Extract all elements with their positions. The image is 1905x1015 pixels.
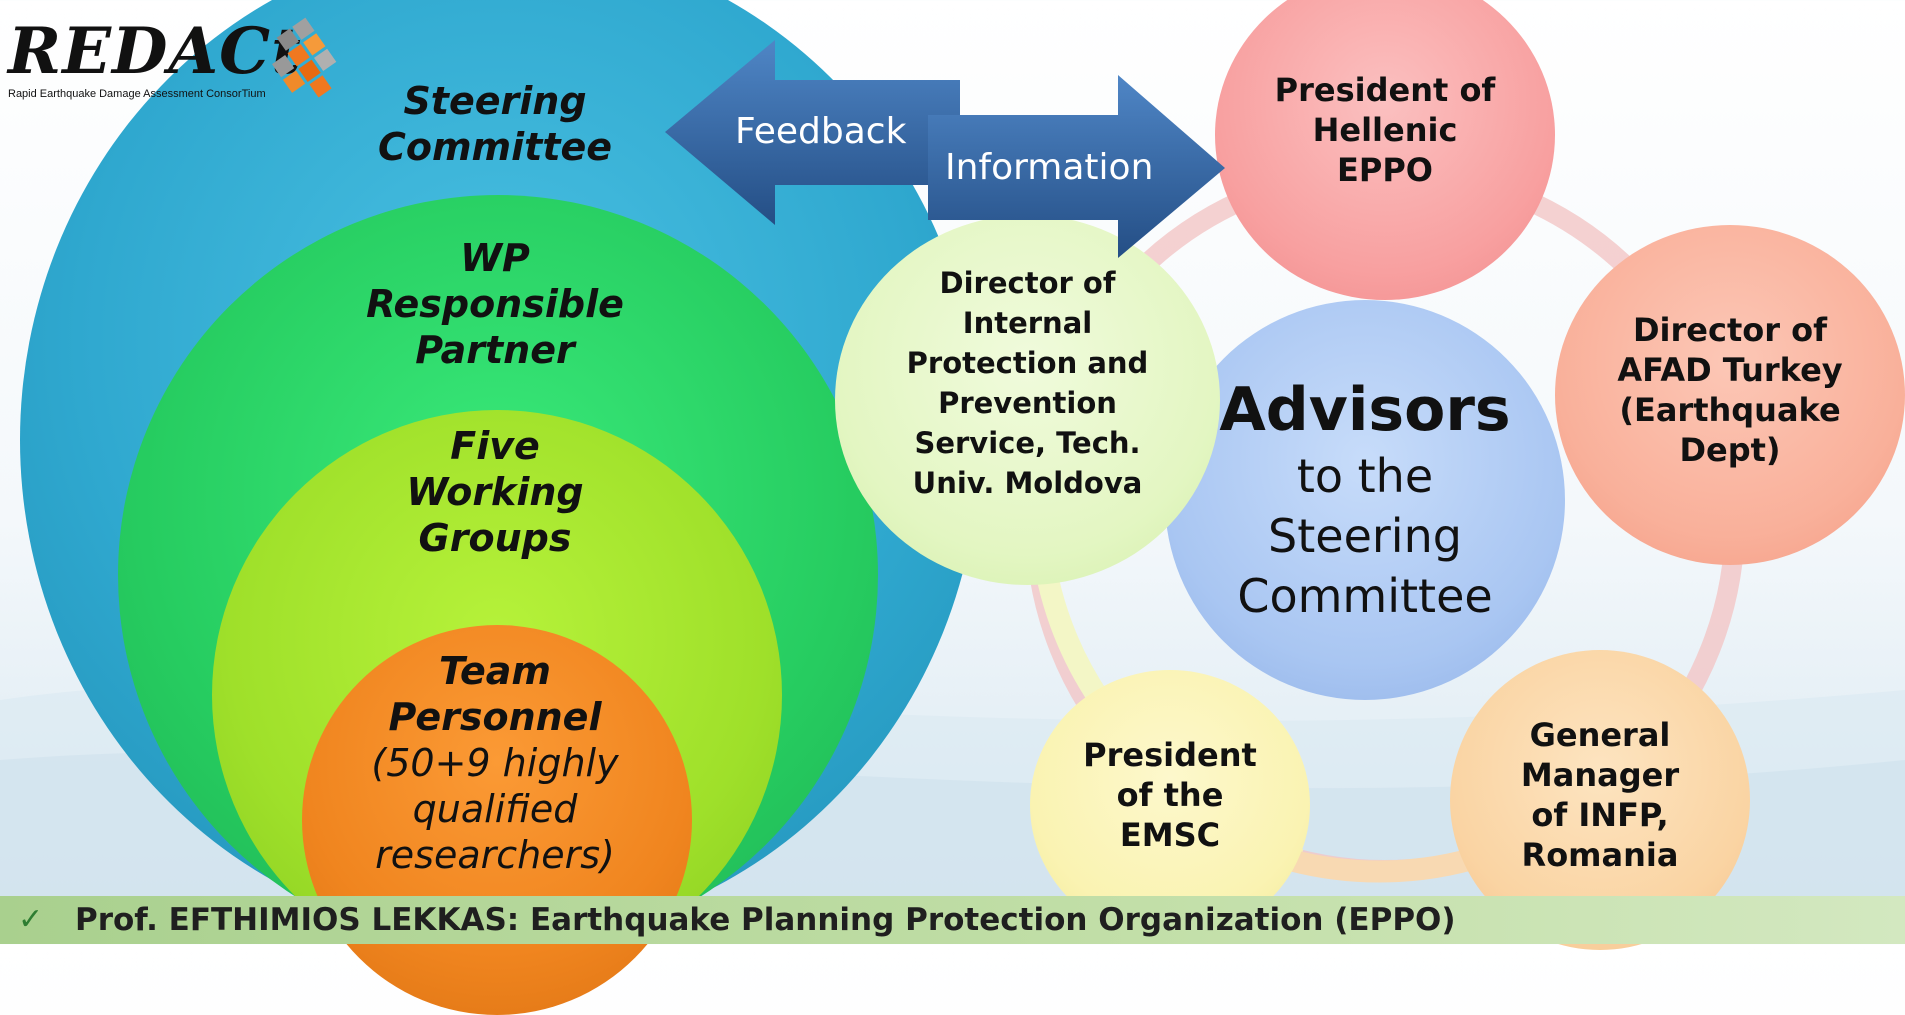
advisors-center-text: Advisors to the Steering Committee	[1165, 340, 1565, 660]
footer-bar: ✓ Prof. EFTHIMIOS LEKKAS: Earthquake Pla…	[0, 896, 1905, 944]
logo-grid-icon	[272, 17, 337, 98]
advisors-title: Advisors	[1219, 375, 1511, 445]
hellenic-eppo-circle	[1215, 0, 1555, 300]
advisors-center-circle	[1165, 300, 1565, 700]
logo-tagline: Rapid Earthquake Damage Assessment Conso…	[8, 88, 266, 100]
afad-turkey-circle	[1555, 225, 1905, 565]
redact-logo: REDACt Rapid Earthquake Damage Assessmen…	[8, 14, 368, 109]
feedback-label: Feedback	[735, 111, 907, 152]
advisors-subtitle-1: to the	[1296, 449, 1434, 503]
feedback-arrow	[665, 40, 960, 225]
moldova-circle	[835, 215, 1220, 585]
advisors-subtitle-3: Committee	[1237, 569, 1493, 623]
logo-wordmark: REDACt	[8, 14, 302, 89]
checkmark-icon: ✓	[18, 902, 44, 937]
advisors-subtitle-2: Steering	[1268, 509, 1462, 563]
information-arrow	[928, 75, 1225, 258]
information-label: Information	[945, 147, 1154, 188]
feedback-information-arrows	[665, 40, 1225, 258]
emsc-circle	[1030, 670, 1310, 940]
footer-text: Prof. EFTHIMIOS LEKKAS: Earthquake Plann…	[75, 902, 1456, 938]
